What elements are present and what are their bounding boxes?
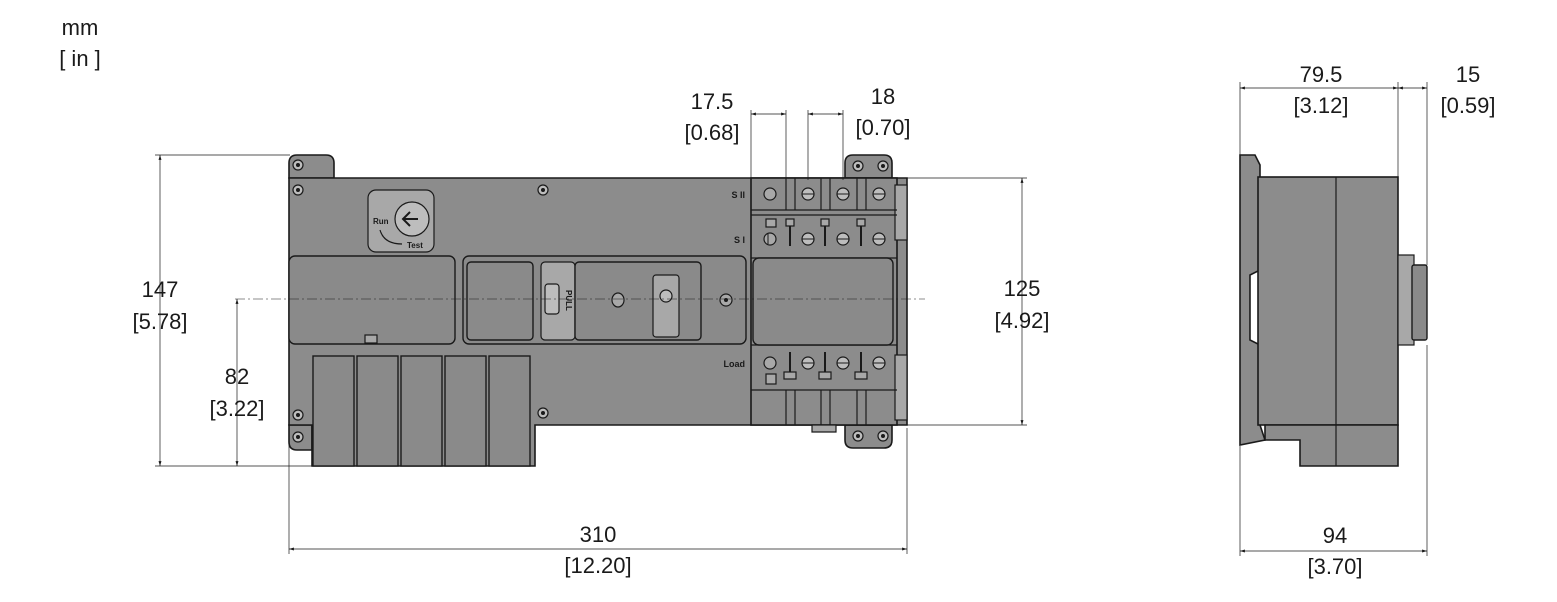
terminal-row-s2 — [763, 187, 886, 201]
front-view: S II S I Load Run Test PULL — [235, 154, 925, 467]
label-s1: S I — [734, 235, 745, 245]
module-4 — [444, 355, 487, 467]
dim-147-in: [5.78] — [132, 309, 187, 334]
mounting-screws — [292, 159, 889, 443]
dim-125-mm: 125 — [1004, 276, 1041, 301]
dim-82-mm: 82 — [225, 364, 249, 389]
dim-17-5-in: [0.68] — [684, 120, 739, 145]
right-cover-panel — [752, 257, 894, 346]
dim-18-mm: 18 — [871, 84, 895, 109]
dim-79-5-in: [3.12] — [1293, 93, 1348, 118]
dim-79-5-mm: 79.5 — [1300, 62, 1343, 87]
side-view — [1239, 154, 1428, 467]
dim-94-mm: 94 — [1323, 523, 1347, 548]
side-tab-top — [894, 184, 908, 241]
side-dimensions: 79.5 [3.12] 15 [0.59] 94 [3.70] — [1239, 62, 1496, 579]
label-load: Load — [724, 359, 746, 369]
fuse-indicator-icon — [364, 334, 378, 344]
terminal-row-load — [763, 352, 886, 385]
dim-147-mm: 147 — [142, 277, 179, 302]
side-handle — [1411, 264, 1428, 341]
center-left-window — [466, 261, 534, 341]
module-5 — [488, 355, 531, 467]
unit-in-label: [ in ] — [59, 46, 101, 71]
label-test: Test — [407, 241, 423, 250]
dim-15-in: [0.59] — [1440, 93, 1495, 118]
dim-94-in: [3.70] — [1307, 554, 1362, 579]
dim-18-in: [0.70] — [855, 115, 910, 140]
operating-handle — [652, 274, 680, 338]
module-3 — [400, 355, 443, 467]
dim-82-in: [3.22] — [209, 396, 264, 421]
terminal-row-s1 — [763, 218, 886, 246]
side-tab-bottom — [894, 354, 908, 421]
unit-mm-label: mm — [62, 15, 99, 40]
module-1 — [312, 355, 355, 467]
label-s2: S II — [731, 190, 745, 200]
front-dimensions: 147 [5.78] 82 [3.22] 310 [12.20] 125 [4.… — [132, 84, 1049, 578]
arrow-left-icon — [401, 211, 418, 227]
dim-17-5-mm: 17.5 — [691, 89, 734, 114]
side-body — [1257, 176, 1399, 426]
dim-15-mm: 15 — [1456, 62, 1480, 87]
module-2 — [356, 355, 399, 467]
bottom-clip — [811, 424, 837, 433]
side-bottom-step — [1264, 424, 1399, 467]
dim-310-in: [12.20] — [564, 553, 631, 578]
switch-window — [574, 261, 702, 341]
dim-310-mm: 310 — [580, 522, 617, 547]
curved-arrow-icon — [379, 229, 403, 245]
indicator-slot — [611, 292, 625, 308]
label-run: Run — [373, 217, 389, 226]
dim-125-in: [4.92] — [994, 308, 1049, 333]
label-pull: PULL — [564, 290, 573, 311]
left-cover-panel — [288, 255, 456, 345]
